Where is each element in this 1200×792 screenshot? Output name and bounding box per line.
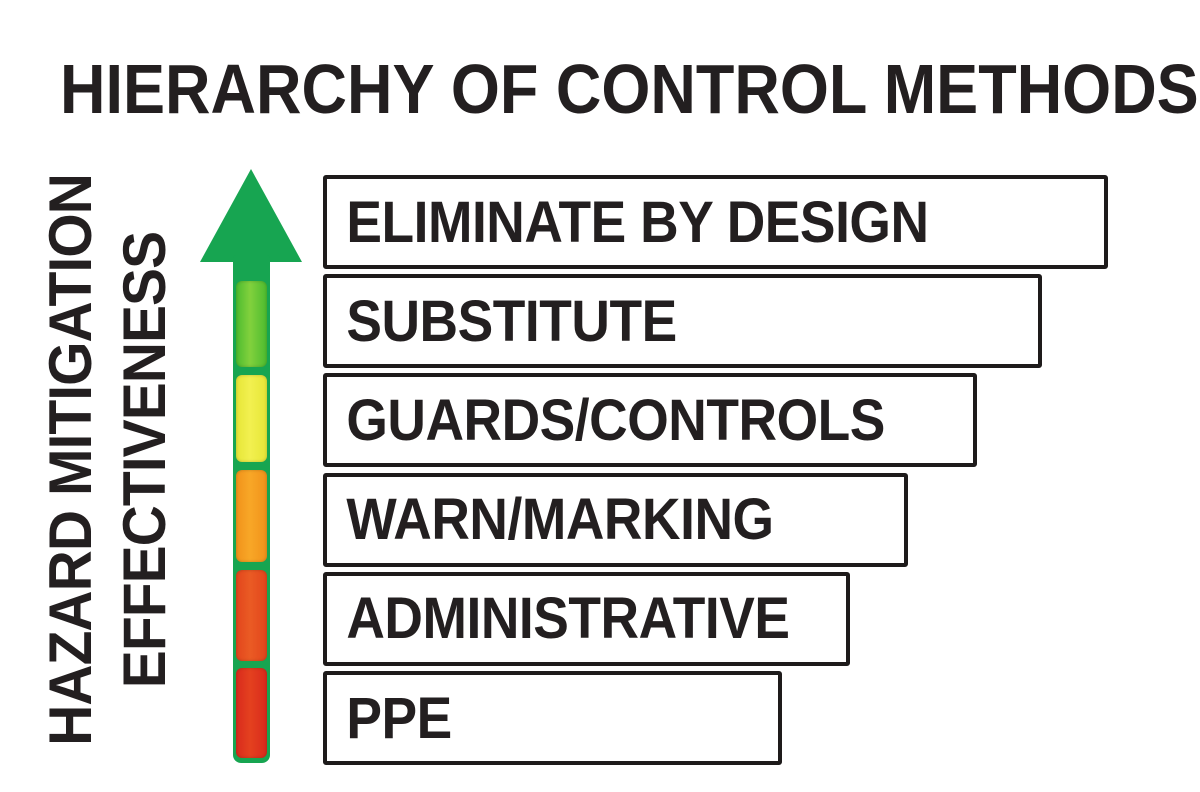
bar-warn-marking: WARN/MARKING (323, 472, 908, 567)
y-axis-label-line2: EFFECTIVENESS (111, 231, 178, 689)
bar-eliminate-by-design: ELIMINATE BY DESIGN (323, 175, 1108, 269)
y-axis-label-line1: HAZARD MITIGATION (37, 174, 104, 746)
arrow-segment-orange (236, 470, 267, 562)
arrow-shaft (233, 255, 270, 763)
arrow-head (200, 169, 302, 262)
bar-ppe: PPE (323, 671, 782, 765)
bar-guards-controls: GUARDS/CONTROLS (323, 373, 977, 468)
y-axis-label: HAZARD MITIGATION EFFECTIVENESS (33, 145, 183, 775)
arrow-segment-green (236, 281, 267, 367)
bar-label: PPE (346, 685, 452, 751)
bar-substitute: SUBSTITUTE (323, 274, 1042, 369)
bar-label: ADMINISTRATIVE (346, 586, 790, 652)
arrow-segment-orange-red (236, 570, 267, 661)
bar-administrative: ADMINISTRATIVE (323, 571, 850, 666)
bar-label: ELIMINATE BY DESIGN (346, 189, 929, 255)
arrow-segment-yellow (236, 375, 267, 462)
bar-label: WARN/MARKING (346, 487, 774, 553)
page-title: HIERARCHY OF CONTROL METHODS (60, 49, 1199, 128)
y-axis-label-rotated: HAZARD MITIGATION EFFECTIVENESS (34, 161, 182, 760)
bar-label: GUARDS/CONTROLS (346, 387, 885, 453)
arrow-segment-red (236, 668, 267, 758)
bar-label: SUBSTITUTE (346, 288, 677, 354)
